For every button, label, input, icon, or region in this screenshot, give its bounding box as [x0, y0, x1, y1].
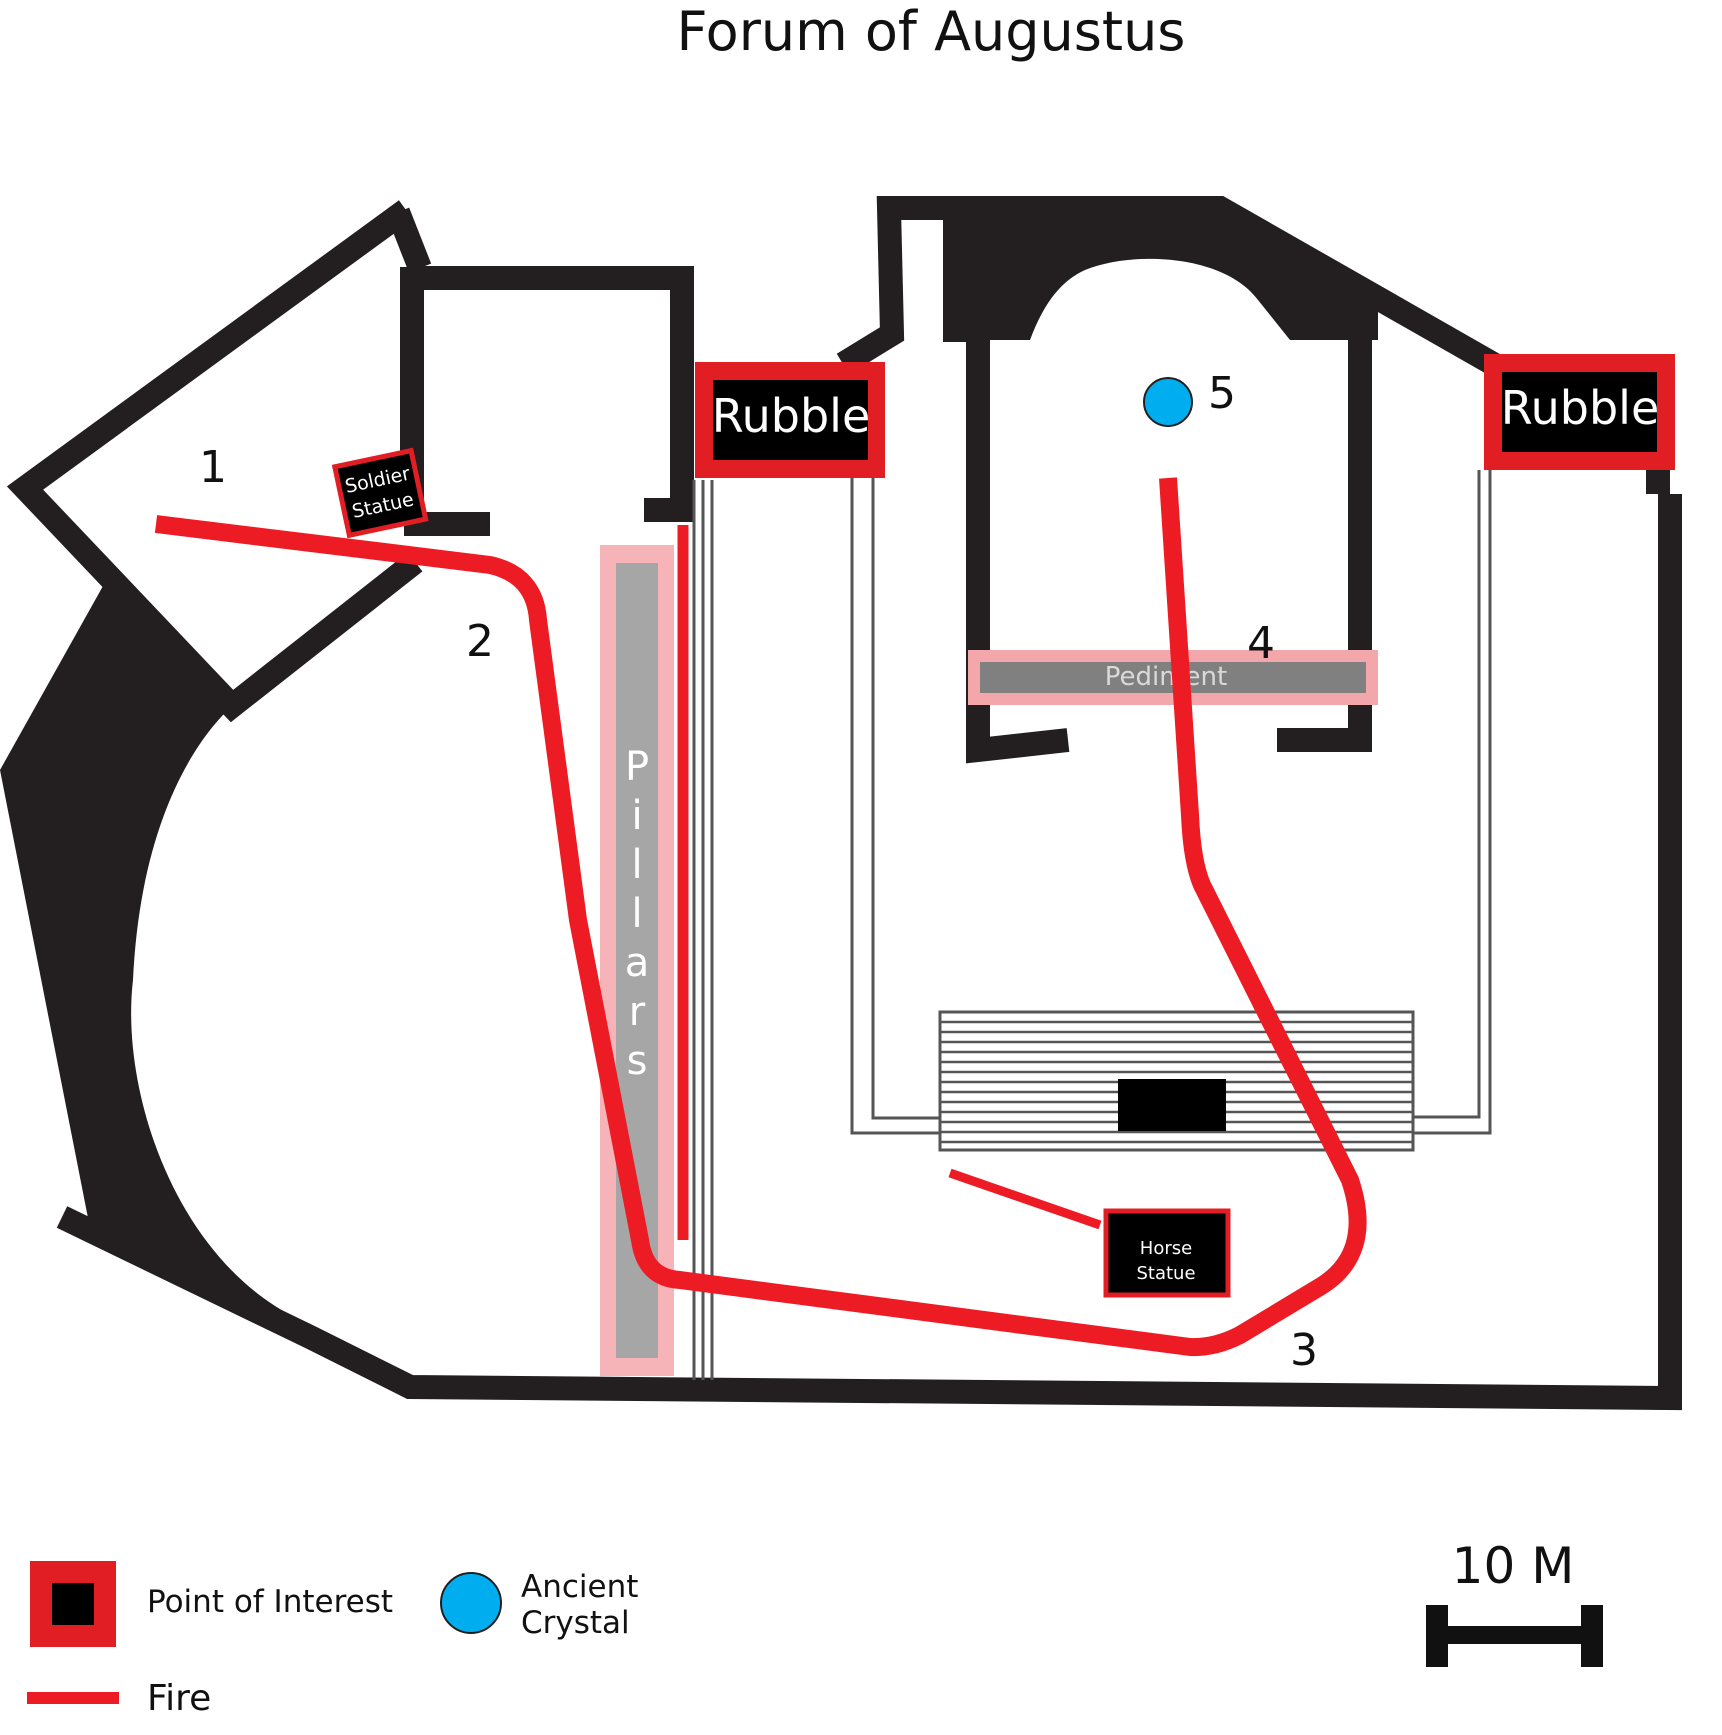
- fire-main-west: [154, 477, 1367, 1357]
- altar: [1118, 1079, 1226, 1131]
- poi-horse-statue[interactable]: Horse Statue: [1103, 1208, 1231, 1298]
- legend: Point of Interest Ancient Crystal Fire: [27, 1561, 638, 1719]
- pediment-label: Pediment: [1105, 662, 1227, 692]
- wall-wedge-notch: [386, 207, 432, 273]
- wall-room-top: [412, 266, 694, 522]
- map-title: Forum of Augustus: [677, 0, 1186, 63]
- walls: [6, 196, 1682, 1411]
- scale-bar: 10 M: [1426, 1537, 1603, 1667]
- wall-temple-left: [966, 338, 1070, 764]
- legend-crystal: Ancient Crystal: [440, 1569, 638, 1641]
- legend-fire: Fire: [27, 1678, 211, 1719]
- wall-exedra: [0, 586, 300, 1320]
- fire-horse: [948, 1168, 1102, 1230]
- poi-rubble-right[interactable]: Rubble: [1484, 354, 1675, 470]
- waypoint-2: 2: [466, 616, 494, 667]
- horse-statue-label-2: Statue: [1136, 1263, 1195, 1284]
- rubble-right-label: Rubble: [1501, 381, 1660, 435]
- wall-bottom: [56, 494, 1682, 1411]
- legend-crystal-label-1: Ancient: [521, 1569, 638, 1605]
- rubble-left-label: Rubble: [712, 389, 871, 443]
- temple-steps: [938, 1010, 1415, 1152]
- waypoint-4: 4: [1247, 618, 1275, 669]
- wall-upper-right: [836, 196, 1501, 376]
- scale-label: 10 M: [1452, 1537, 1575, 1595]
- poi-rubble-left[interactable]: Rubble: [695, 362, 885, 478]
- wall-temple-right: [1277, 320, 1372, 752]
- colonnade-lines: [692, 470, 1492, 1380]
- legend-poi-label: Point of Interest: [147, 1584, 393, 1620]
- ancient-crystal[interactable]: [1143, 377, 1193, 427]
- waypoint-1: 1: [199, 442, 227, 493]
- wall-temple-apse: [955, 218, 1378, 340]
- waypoint-5: 5: [1208, 368, 1236, 419]
- horse-statue-label-1: Horse: [1140, 1238, 1192, 1259]
- waypoint-3: 3: [1290, 1325, 1318, 1376]
- legend-fire-label: Fire: [147, 1678, 211, 1719]
- fire-paths: [154, 477, 1367, 1357]
- legend-poi: Point of Interest: [30, 1561, 393, 1647]
- legend-crystal-label-2: Crystal: [521, 1605, 630, 1641]
- poi-soldier-statue[interactable]: Soldier Statue: [331, 447, 429, 539]
